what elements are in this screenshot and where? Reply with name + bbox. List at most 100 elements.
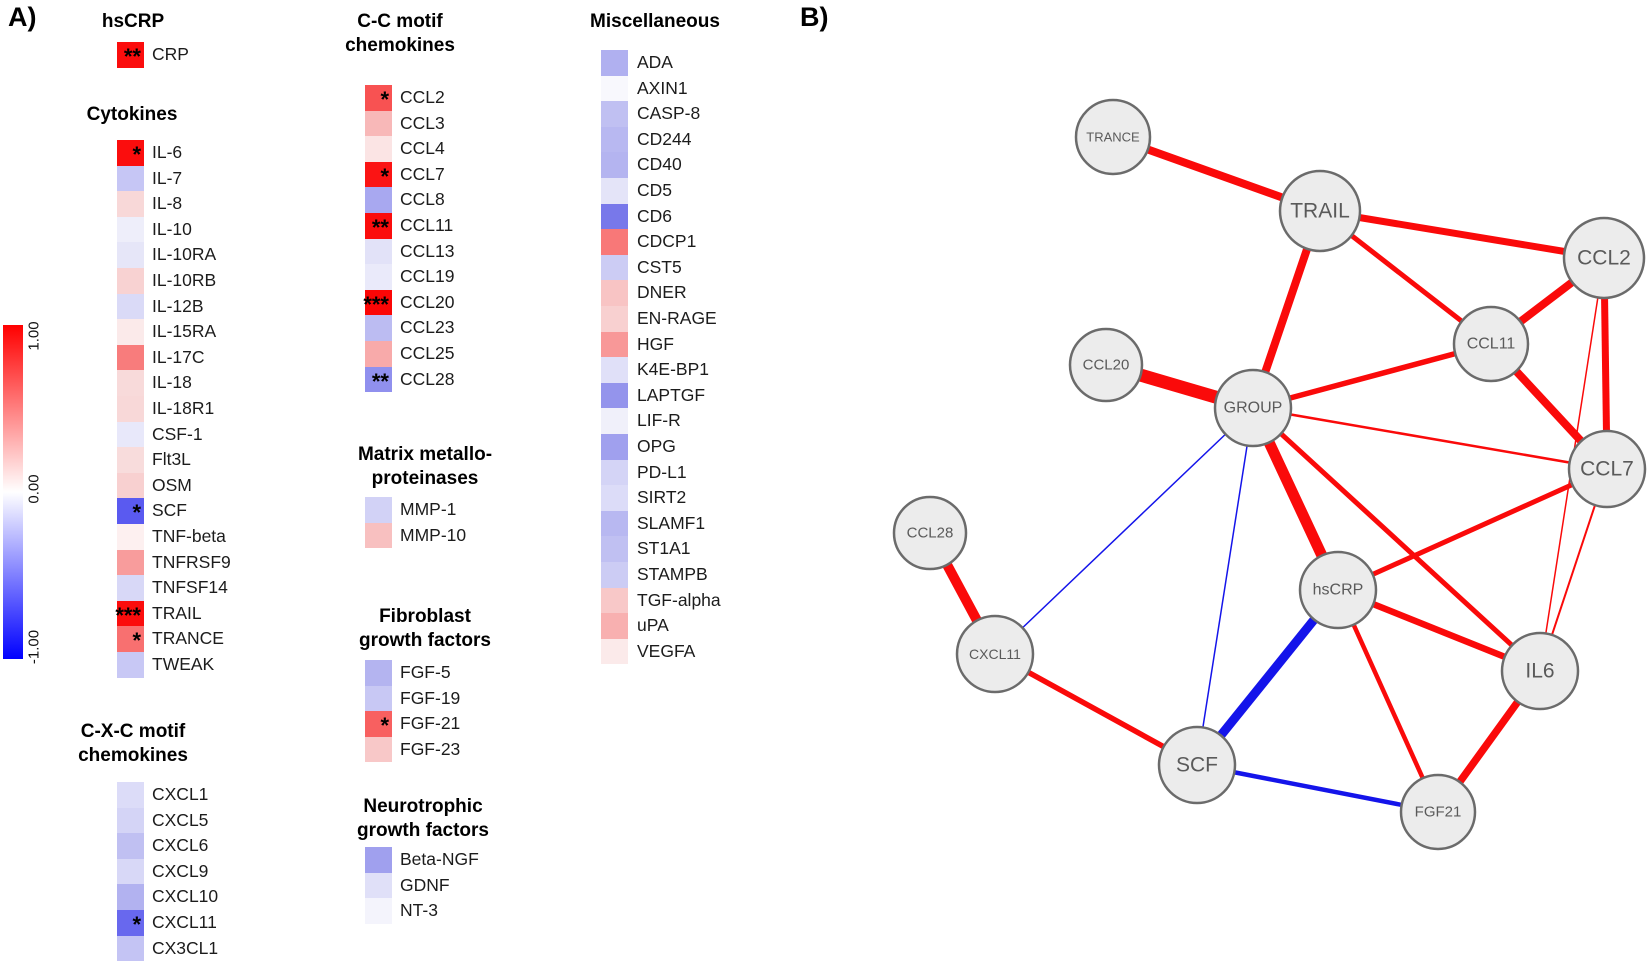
heatmap-cell	[601, 229, 628, 255]
network-edge-GROUP-SCF	[1196, 407, 1254, 766]
heatmap-cell	[365, 264, 392, 290]
network-node-CCL7	[1567, 429, 1647, 509]
biomarker-label: CSF-1	[152, 423, 203, 444]
group-header: Matrix metallo- proteinases	[357, 444, 493, 489]
heatmap-cell	[365, 238, 392, 265]
biomarker-label: CCL28	[400, 368, 455, 389]
heatmap-cell	[601, 152, 628, 178]
biomarker-label: GDNF	[400, 874, 450, 895]
heatmap-cell: *	[117, 626, 144, 652]
biomarker-label: IL-12B	[152, 295, 204, 316]
biomarker-label: CXCL6	[152, 835, 209, 856]
network-node-label-CCL20: CCL20	[1083, 357, 1130, 374]
significance-stars: **	[371, 215, 389, 240]
heatmap-cell	[365, 497, 392, 523]
biomarker-label: IL-8	[152, 193, 183, 214]
biomarker-label: LAPTGF	[637, 384, 706, 405]
heatmap-cell	[601, 101, 628, 127]
colorbar-label-min: -1.00	[25, 629, 43, 665]
network-node-label-FGF21: FGF21	[1415, 804, 1462, 821]
network-edge-GROUP-IL6	[1251, 406, 1542, 673]
network-node-CXCL11	[955, 614, 1035, 694]
heatmap-cell	[601, 536, 628, 562]
heatmap-cell	[117, 472, 144, 499]
heatmap-cell	[601, 382, 628, 409]
biomarker-label: TRANCE	[152, 628, 224, 649]
heatmap-cell	[601, 280, 628, 306]
network-edge-CCL7-hsCRP	[1336, 466, 1609, 593]
biomarker-label: CCL11	[400, 215, 454, 235]
biomarker-label: SIRT2	[637, 487, 687, 508]
significance-stars: *	[132, 628, 141, 654]
heatmap-cell	[601, 485, 628, 511]
heatmap-cell	[117, 344, 144, 371]
heatmap-cell	[117, 216, 144, 243]
heatmap-cell	[601, 613, 628, 639]
biomarker-label: CCL25	[400, 343, 455, 363]
biomarker-label: CRP	[152, 44, 189, 64]
biomarker-label: PD-L1	[637, 461, 687, 482]
network-node-label-IL6: IL6	[1525, 660, 1554, 683]
network-edge-SCF-FGF21	[1196, 762, 1439, 815]
heatmap-cell	[117, 268, 144, 294]
network-node-SCF	[1157, 725, 1237, 805]
biomarker-label: IL-17C	[152, 346, 205, 367]
biomarker-label: TGF-alpha	[637, 589, 721, 610]
biomarker-label: uPA	[637, 615, 669, 636]
heatmap-cell	[117, 396, 144, 422]
biomarker-label: CXCL11	[152, 912, 217, 932]
biomarker-label: CCL13	[400, 240, 455, 261]
significance-stars: *	[132, 142, 141, 167]
network-node-FGF21	[1399, 773, 1477, 851]
network-node-label-GROUP: GROUP	[1224, 400, 1283, 417]
biomarker-label: HGF	[637, 333, 674, 354]
panel-b-network: TRANCETRAILCCL2CCL11CCL20GROUPCCL7CCL28h…	[892, 98, 1647, 851]
heatmap-cell	[365, 136, 392, 162]
heatmap-cell	[117, 370, 144, 396]
heatmap-cell	[117, 524, 144, 550]
heatmap-cell: **	[365, 366, 392, 394]
biomarker-label: ST1A1	[637, 538, 691, 559]
biomarker-label: CCL20	[400, 291, 455, 312]
biomarker-label: OSM	[152, 474, 192, 495]
colorbar-label-mid: 0.00	[25, 474, 43, 504]
biomarker-label: MMP-1	[400, 499, 457, 519]
heatmap-cell	[117, 935, 144, 962]
significance-stars: *	[132, 500, 141, 526]
biomarker-label: IL-7	[152, 167, 183, 188]
biomarker-label: IL-10RA	[152, 244, 217, 265]
biomarker-label: SCF	[152, 500, 187, 521]
biomarker-label: Beta-NGF	[400, 849, 479, 869]
network-node-label-TRAIL: TRAIL	[1290, 200, 1350, 223]
biomarker-label: SLAMF1	[637, 512, 706, 533]
biomarker-label: FGF-23	[400, 738, 461, 759]
biomarker-label: CCL8	[400, 189, 445, 210]
biomarker-label: CXCL9	[152, 860, 209, 881]
heatmap-cell	[117, 447, 144, 473]
heatmap-cell	[601, 357, 628, 383]
panel-a-label: A)	[8, 2, 37, 32]
network-node-CCL28	[892, 495, 968, 571]
network-node-GROUP	[1213, 368, 1293, 448]
significance-stars: **	[123, 44, 141, 69]
colorbar-label-max: 1.00	[25, 321, 43, 351]
biomarker-label: CXCL10	[152, 886, 219, 907]
heatmap-cell: **	[117, 42, 144, 68]
significance-stars: **	[371, 368, 389, 394]
network-edge-CCL11-GROUP	[1252, 341, 1492, 411]
biomarker-label: IL-18R1	[152, 398, 215, 418]
biomarker-label: TNF-beta	[152, 526, 226, 546]
heatmap-cell	[117, 858, 144, 885]
biomarker-label: CCL3	[400, 112, 445, 133]
biomarker-label: MMP-10	[400, 524, 467, 545]
heatmap-cell	[117, 319, 144, 345]
biomarker-label: IL-6	[152, 142, 183, 162]
biomarker-label: VEGFA	[637, 640, 696, 661]
heatmap-cell	[365, 315, 392, 341]
heatmap-cell	[601, 434, 628, 460]
heatmap-cell	[365, 187, 392, 213]
biomarker-label: TNFRSF9	[152, 551, 231, 572]
group-header: Neurotrophic growth factors	[357, 796, 489, 841]
heatmap-cell	[117, 191, 144, 217]
network-node-TRANCE	[1074, 98, 1152, 176]
